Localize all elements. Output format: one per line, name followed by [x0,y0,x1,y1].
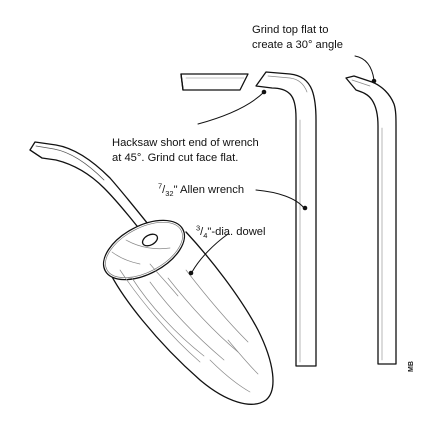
label-hacksaw-line1: Hacksaw short end of wrench [112,137,259,149]
allen-label-text: " Allen wrench [173,184,245,196]
allen-wrench-right [345,75,397,365]
leader-dot-allen [302,205,308,211]
leader-lines [191,55,375,273]
leader-dot-hacksaw [261,89,267,95]
artist-signature: MB [408,361,415,372]
label-grind: Grind top flat to create a 30° angle [252,23,343,52]
dowel-fraction-denominator: 4 [203,231,208,241]
dowel [102,219,274,405]
dowel-fraction-numerator: 3 [196,223,201,233]
label-grind-line1: Grind top flat to [252,24,329,36]
dowel-handle-assembly [29,141,274,405]
leader-dot-grind [371,78,377,84]
label-hacksaw: Hacksaw short end of wrench at 45°. Grin… [112,136,259,165]
leader-dot-dowel [188,270,194,276]
allen-fraction-numerator: 7 [158,181,163,191]
label-dowel: 3/4"-dia. dowel [196,223,266,241]
label-grind-line2: create a 30° angle [252,38,343,51]
allen-fraction-denominator: 32 [165,189,174,199]
cut-short-end [180,73,249,91]
label-allen-wrench: 7/32" Allen wrench [158,181,245,199]
label-hacksaw-line2: at 45°. Grind cut face flat. [112,151,239,164]
dowel-label-text: "-dia. dowel [207,226,266,238]
allen-wrench-middle [255,71,317,367]
